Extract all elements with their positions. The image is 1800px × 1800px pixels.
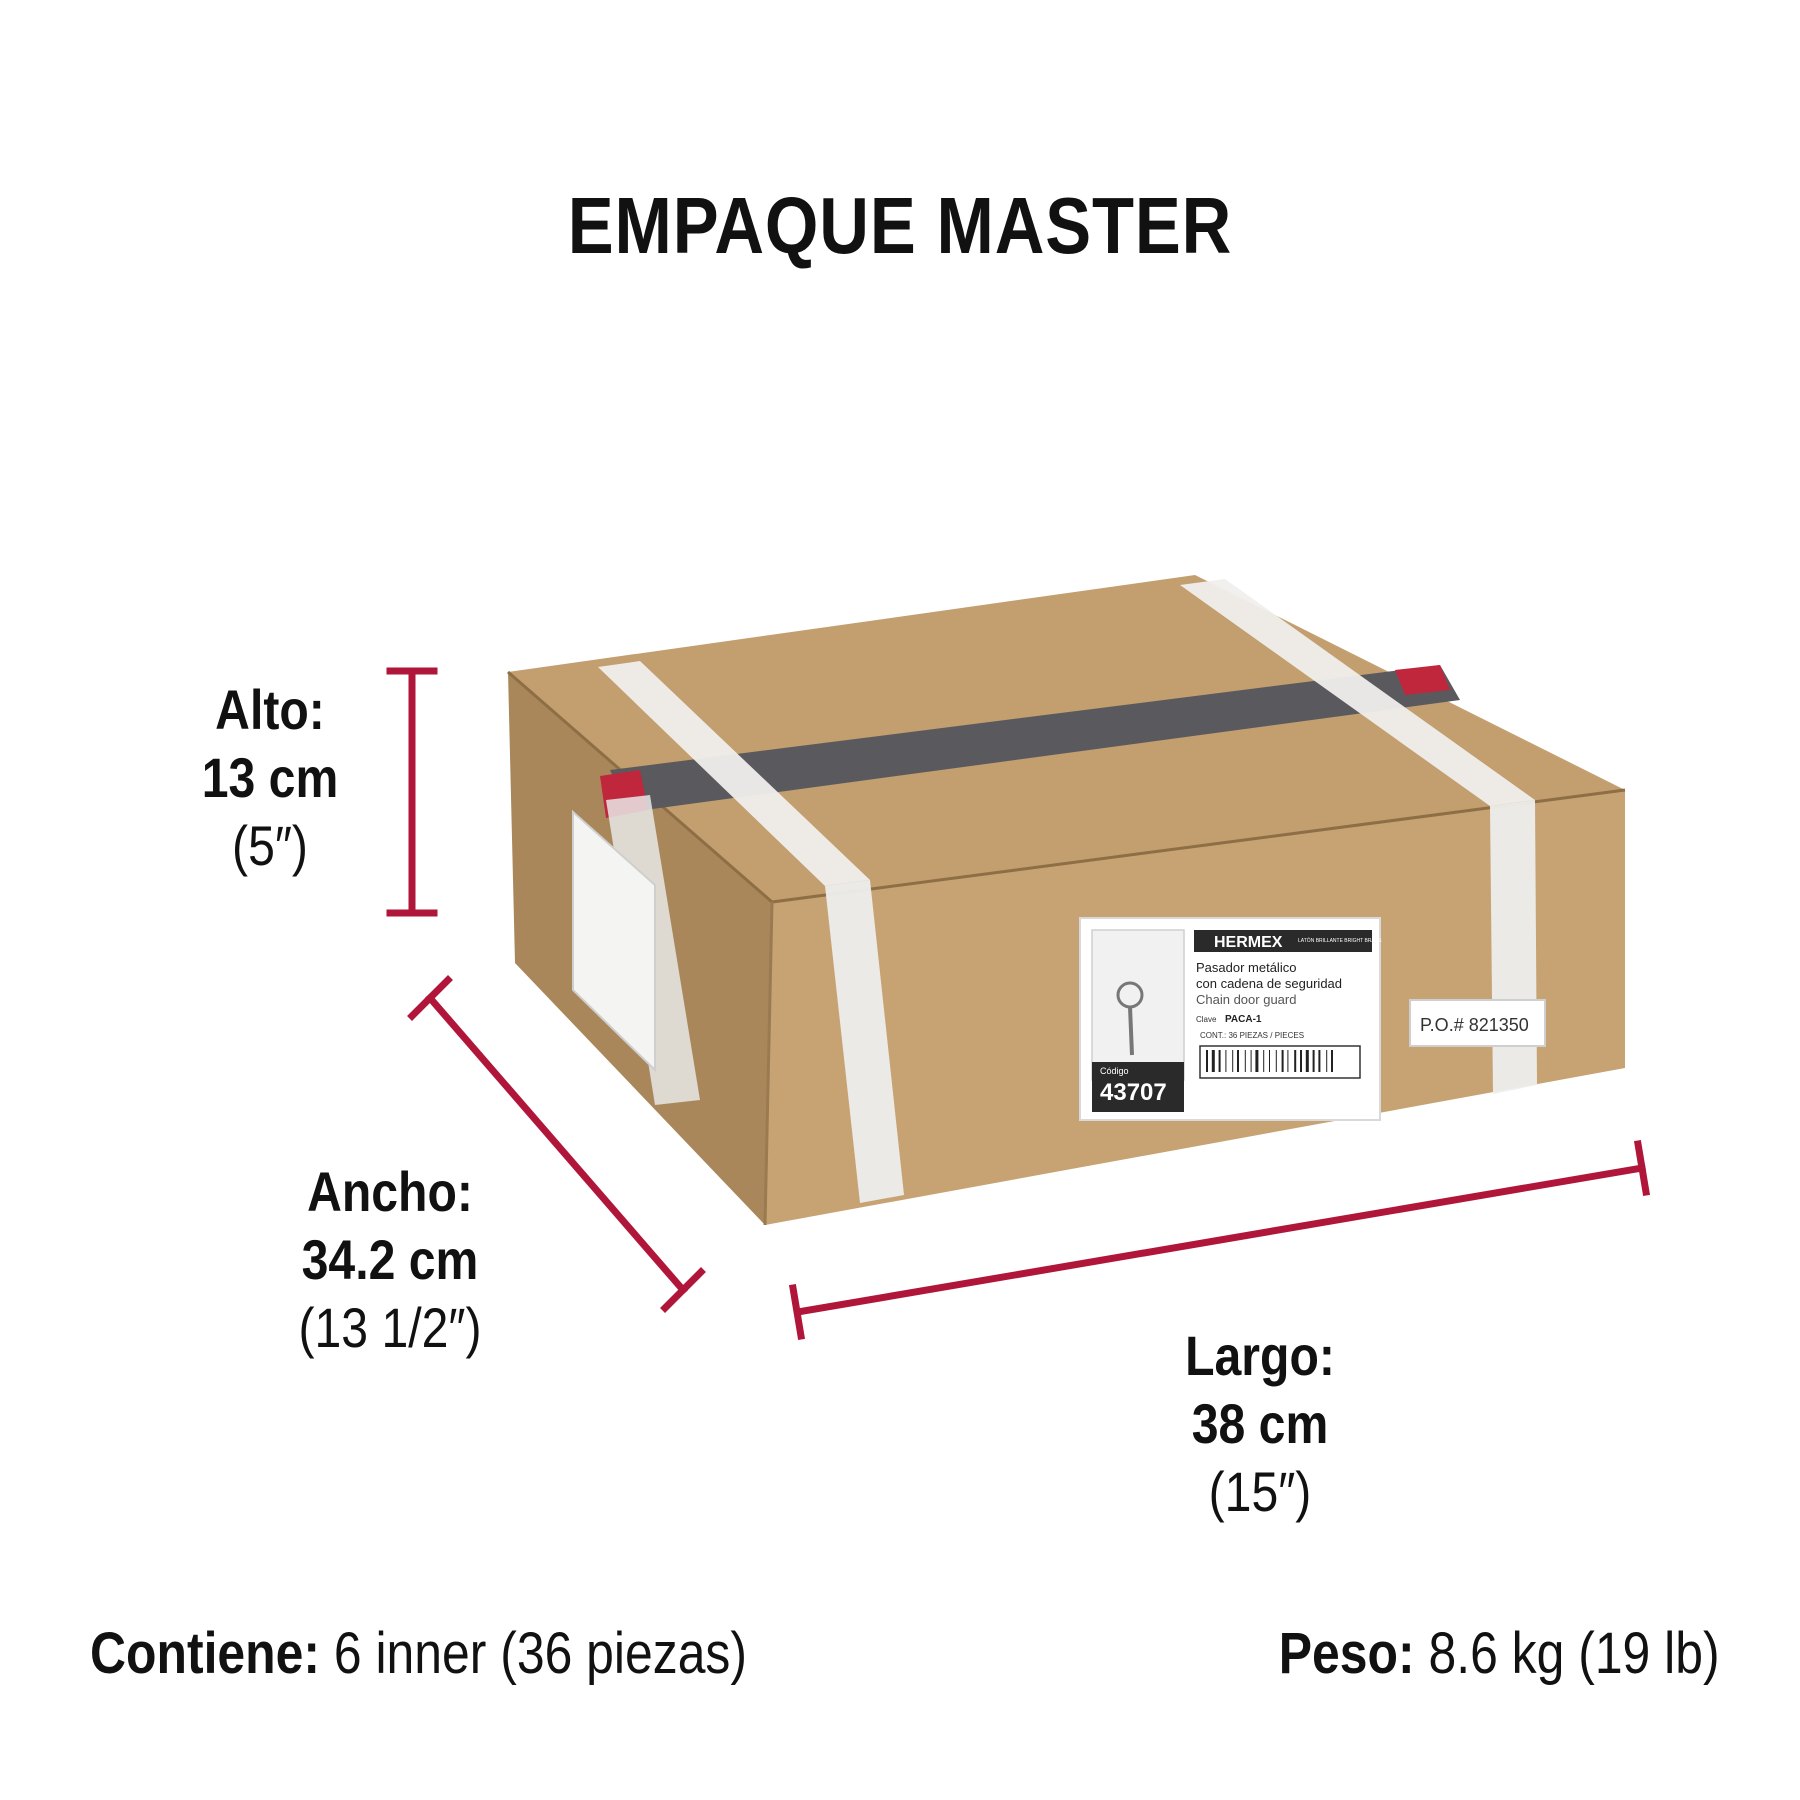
barcode-bar (1269, 1050, 1270, 1072)
strap-right-top (1180, 579, 1535, 806)
front-label-barcode (1199, 1045, 1361, 1079)
front-label-name-en: Chain door guard (1196, 992, 1296, 1007)
front-label-finish: LATÓN BRILLANTE BRIGHT BRASS (1298, 937, 1382, 944)
front-label-brand-bar (1194, 930, 1372, 952)
ancho-dimension-label: Ancho: 34.2 cm (13 1/2″) (261, 1158, 519, 1362)
front-label-contents: CONT.: 36 PIEZAS / PIECES (1200, 1031, 1304, 1040)
tape-band (610, 665, 1460, 812)
ancho-label: Ancho: (307, 1160, 473, 1223)
front-label-clave-label: Clave (1196, 1015, 1217, 1024)
barcode-bar (1218, 1050, 1221, 1072)
alto-value: 13 cm (201, 746, 339, 809)
barcode-bar (1244, 1050, 1246, 1072)
largo-dimension-line (793, 1163, 1647, 1317)
barcode-bar (1281, 1050, 1284, 1072)
largo-label: Largo: (1185, 1324, 1335, 1387)
barcode-bar (1263, 1050, 1265, 1072)
po-label (1409, 999, 1546, 1047)
strap-left-top (598, 661, 870, 886)
weight-label: Peso: (1279, 1621, 1416, 1686)
front-label-name-es-2: con cadena de seguridad (1196, 976, 1342, 991)
front-label-brand: HERMEX (1214, 934, 1283, 951)
barcode-bar (1300, 1050, 1302, 1072)
contents-label: Contiene: (90, 1621, 320, 1686)
page-title: EMPAQUE MASTER (567, 181, 1233, 270)
largo-value: 38 cm (1191, 1392, 1329, 1455)
ancho-value: 34.2 cm (301, 1228, 479, 1291)
contents-value: 6 inner (36 piezas) (333, 1621, 747, 1686)
front-label-clave: PACA-1 (1225, 1014, 1262, 1025)
barcode-bar (1305, 1050, 1309, 1072)
barcode-bar (1287, 1050, 1289, 1072)
alto-imperial: (5″) (232, 814, 308, 877)
barcode-bar (1255, 1050, 1259, 1072)
largo-dimension-label: Largo: 38 cm (15″) (1148, 1322, 1372, 1526)
barcode-bars (1206, 1050, 1333, 1072)
largo-dimension-cap (1633, 1139, 1651, 1197)
contents-info: Contiene: 6 inner (36 piezas) (90, 1620, 747, 1687)
tape-band-red (1395, 665, 1450, 695)
barcode-bar (1294, 1050, 1297, 1072)
barcode-bar (1312, 1050, 1315, 1072)
weight-info: Peso: 8.6 kg (19 lb) (1279, 1620, 1720, 1687)
front-label-code-box (1092, 1062, 1184, 1112)
ancho-imperial: (13 1/2″) (298, 1296, 482, 1359)
barcode-bar (1250, 1050, 1252, 1072)
barcode-bar (1225, 1050, 1227, 1072)
po-label-text: P.O.# 821350 (1420, 1015, 1529, 1035)
barcode-bar (1237, 1050, 1239, 1072)
weight-value: 8.6 kg (19 lb) (1428, 1621, 1720, 1686)
front-label-name-es-1: Pasador metálico (1196, 960, 1296, 975)
ancho-dimension-cap (407, 975, 453, 1021)
barcode-bar (1331, 1050, 1333, 1072)
box-edge (763, 901, 774, 1226)
front-label-codigo: 43707 (1100, 1079, 1167, 1106)
barcode-bar (1275, 1050, 1277, 1072)
largo-dimension-cap (788, 1283, 806, 1341)
largo-imperial: (15″) (1208, 1460, 1312, 1523)
barcode-bar (1326, 1050, 1328, 1072)
label-chain-icon (1128, 1006, 1134, 1056)
strap-right-front (1490, 800, 1537, 1094)
strap-left-front (825, 880, 904, 1203)
alto-label: Alto: (215, 678, 325, 741)
alto-dimension-label: Alto: 13 cm (5″) (184, 676, 356, 880)
barcode-bar (1232, 1050, 1234, 1072)
barcode-bar (1211, 1050, 1215, 1072)
ancho-dimension-cap (660, 1267, 706, 1313)
barcode-bar (1206, 1050, 1208, 1072)
ancho-dimension-line (425, 993, 688, 1295)
front-label-codigo-label: Código (1100, 1066, 1129, 1076)
barcode-bar (1318, 1050, 1321, 1072)
side-label (572, 809, 656, 1073)
